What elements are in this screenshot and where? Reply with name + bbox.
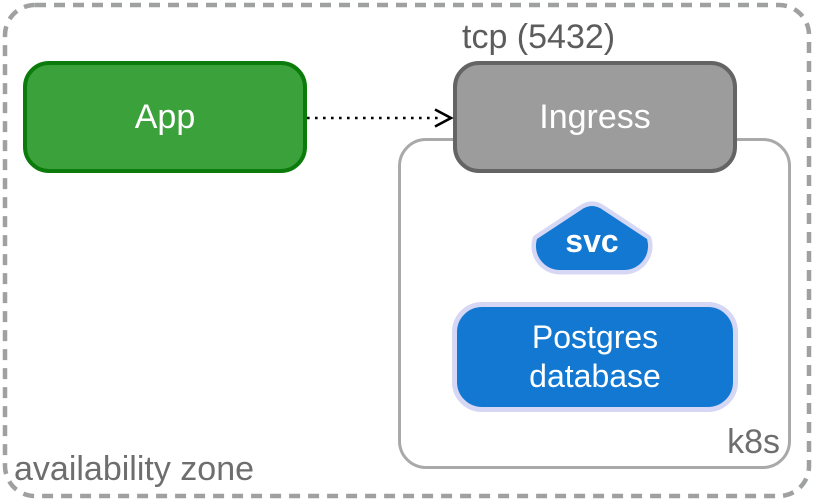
ingress-node-label: Ingress bbox=[539, 97, 651, 136]
app-node: App bbox=[23, 61, 307, 173]
connection-arrow-icon bbox=[307, 108, 454, 128]
postgres-label-line2: database bbox=[529, 358, 661, 394]
availability-zone-label: availability zone bbox=[14, 450, 255, 488]
app-node-label: App bbox=[134, 97, 196, 136]
connection-protocol-label: tcp (5432) bbox=[462, 18, 616, 56]
ingress-node: Ingress bbox=[453, 61, 737, 173]
k8s-cluster-label: k8s bbox=[727, 423, 780, 461]
svc-shape-icon bbox=[531, 201, 653, 275]
svc-node-label: svc bbox=[565, 223, 619, 259]
postgres-label-line1: Postgres bbox=[531, 319, 659, 355]
postgres-database-node: Postgres database bbox=[452, 302, 738, 412]
